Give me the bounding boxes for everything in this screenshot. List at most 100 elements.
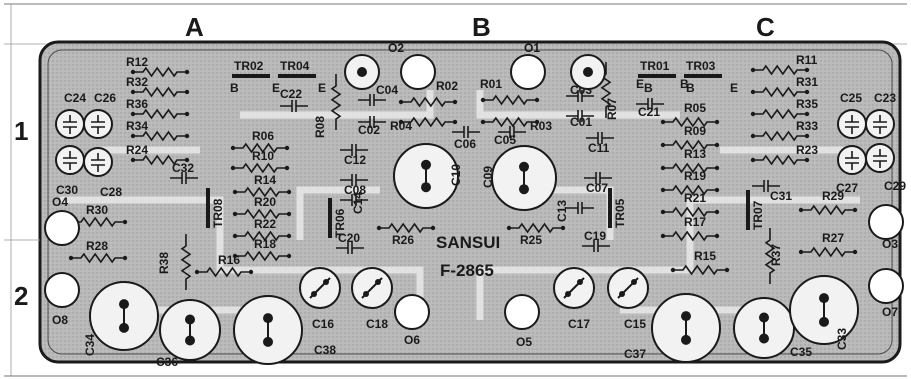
- resistor-label: R12: [126, 55, 148, 69]
- transistor: TR08: [206, 188, 225, 228]
- resistor-symbol: [71, 216, 125, 228]
- resistor-label: R32: [126, 75, 148, 89]
- resistor-label: R27: [822, 231, 844, 245]
- resistor-label: R38: [157, 252, 171, 274]
- resistor-label: R13: [684, 147, 706, 161]
- pad: [534, 119, 540, 125]
- resistor: R28: [68, 239, 128, 264]
- pad: [660, 209, 666, 215]
- hole-label: O7: [882, 305, 898, 319]
- pad: [230, 145, 236, 151]
- pad: [286, 189, 292, 195]
- resistor: R19: [660, 169, 720, 196]
- resistor: R17: [660, 215, 720, 242]
- mounting-hole: O8: [44, 272, 80, 327]
- resistor-symbol: [133, 154, 187, 166]
- resistor: R12: [126, 55, 190, 78]
- brand-name: SANSUI: [436, 233, 500, 252]
- resistor-label: R05: [684, 101, 706, 115]
- column-label: B: [472, 12, 491, 42]
- resistor-symbol: [235, 186, 289, 198]
- electrolytic-capacitor: C25: [837, 91, 867, 139]
- capacitor-label: C32: [172, 161, 194, 175]
- pad: [232, 253, 238, 259]
- pad: [68, 255, 74, 261]
- pad: [714, 119, 720, 125]
- resistor-label: R10: [252, 149, 274, 163]
- pad: [670, 267, 676, 273]
- resistor: R27: [798, 231, 858, 258]
- resistor: R25: [506, 222, 566, 247]
- pad: [452, 119, 458, 125]
- capacitor-label: C09: [481, 166, 495, 188]
- pad: [130, 69, 136, 75]
- resistor-label: R28: [86, 239, 108, 253]
- resistor-symbol: [801, 204, 855, 216]
- resistor-label: R18: [254, 237, 276, 251]
- capacitor-label: C16: [312, 317, 334, 331]
- resistor: R02: [398, 79, 458, 108]
- pad: [232, 189, 238, 195]
- pad: [804, 89, 810, 95]
- resistor-label: R19: [684, 169, 706, 183]
- resistor: R21: [660, 191, 720, 218]
- electrolytic-capacitor: C17: [553, 267, 595, 331]
- hole-label: O2: [388, 41, 404, 55]
- resistor-label: R03: [530, 119, 552, 133]
- transistor: TR02: [232, 59, 270, 78]
- resistor-label: R15: [694, 249, 716, 263]
- capacitor-label: C10: [449, 164, 463, 186]
- resistor-label: R26: [392, 233, 414, 247]
- pin-label: E: [730, 81, 738, 95]
- pad: [248, 269, 254, 275]
- resistor-symbol: [71, 252, 125, 264]
- resistor-symbol: [764, 228, 776, 284]
- ceramic-capacitor: C13: [555, 200, 594, 222]
- electrolytic-capacitor: C16: [299, 267, 341, 331]
- pad: [130, 157, 136, 163]
- transistor: TR07: [746, 190, 765, 230]
- transistor: TR01: [638, 59, 676, 78]
- resistor-label: R24: [126, 143, 148, 157]
- capacitor-label: C26: [94, 91, 116, 105]
- resistor-label: R25: [520, 233, 542, 247]
- hole-label: O5: [516, 335, 532, 349]
- capacitor-label: C07: [586, 181, 608, 195]
- mounting-hole: O7: [868, 268, 904, 319]
- transistor-label: TR05: [613, 198, 627, 228]
- column-label: C: [756, 12, 775, 42]
- trimmer-potentiometer: [344, 54, 380, 90]
- pin-label: B: [686, 81, 695, 95]
- pad: [750, 111, 756, 117]
- transistor: TR03: [684, 59, 722, 78]
- pin-label: E: [272, 81, 280, 95]
- pad: [714, 142, 720, 148]
- resistor: R20: [232, 195, 292, 220]
- capacitor-label: C21: [638, 105, 660, 119]
- pad: [284, 165, 290, 171]
- pin-label: B: [230, 81, 239, 95]
- hole-label: O1: [524, 41, 540, 55]
- resistor-symbol: [663, 139, 717, 151]
- resistor: R09: [660, 124, 720, 151]
- ceramic-capacitor: C05: [494, 126, 526, 147]
- resistor-label: R31: [796, 75, 818, 89]
- resistor-symbol: [330, 74, 342, 130]
- ceramic-capacitor: C19: [582, 229, 610, 252]
- resistor-symbol: [133, 66, 187, 78]
- electrolytic-capacitor: C30: [55, 145, 85, 197]
- pad: [798, 207, 804, 213]
- capacitor-label: C38: [314, 343, 336, 357]
- electrolytic-capacitor-large: C09: [481, 145, 557, 211]
- components: R12R32R36R34R24R06R10R14R20R22R18R16R30R…: [44, 41, 906, 369]
- electrolytic-capacitor-large: C34: [83, 281, 159, 356]
- resistor-symbol: [509, 222, 563, 234]
- pad: [122, 219, 128, 225]
- ceramic-capacitor: C21: [636, 98, 664, 119]
- capacitor-label: C36: [156, 355, 178, 369]
- resistor-label: R34: [126, 119, 148, 133]
- pad: [184, 89, 190, 95]
- pad: [660, 187, 666, 193]
- electrolytic-capacitor-large: C10: [393, 143, 463, 209]
